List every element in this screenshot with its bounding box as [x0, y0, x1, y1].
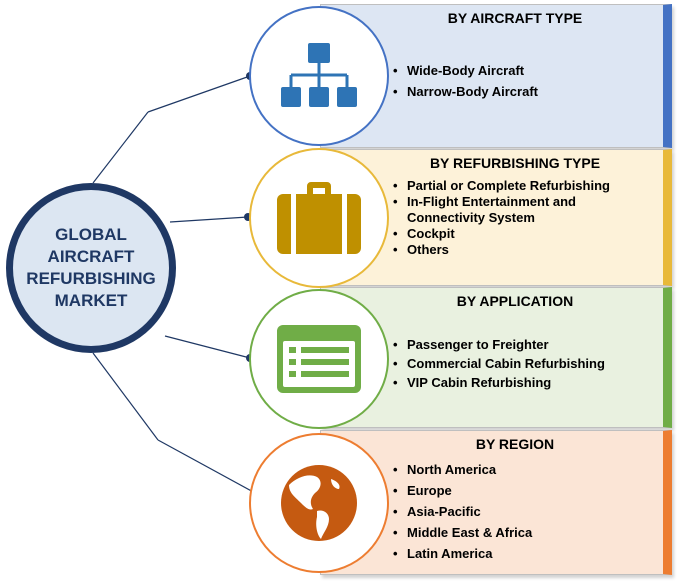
list-item: Asia-Pacific — [393, 501, 655, 522]
list-item: Middle East & Africa — [393, 522, 655, 543]
icon-circle-region — [249, 433, 389, 573]
briefcase-icon — [277, 182, 361, 254]
connector-line-4 — [92, 352, 159, 441]
item-list-region: North America Europe Asia-Pacific Middle… — [393, 459, 655, 564]
item-list-aircraft-type: Wide-Body Aircraft Narrow-Body Aircraft — [393, 60, 655, 102]
list-item: Commercial Cabin Refurbishing — [393, 354, 655, 373]
icon-circle-aircraft-type — [249, 6, 389, 146]
connector-line-3 — [164, 335, 251, 359]
list-item: North America — [393, 459, 655, 480]
list-item: Passenger to Freighter — [393, 335, 655, 354]
icon-circle-application — [249, 289, 389, 429]
globe-icon — [281, 465, 357, 541]
item-list-refurbishing-type: Partial or Complete Refurbishing In-Flig… — [393, 178, 655, 258]
panel-title-refurbishing-type: BY REFURBISHING TYPE — [429, 155, 601, 171]
center-circle: GLOBAL AIRCRAFT REFURBISHING MARKET — [6, 183, 176, 353]
list-item: Narrow-Body Aircraft — [393, 81, 655, 102]
panel-title-aircraft-type: BY AIRCRAFT TYPE — [447, 10, 583, 26]
list-window-icon — [277, 325, 361, 393]
list-item: Latin America — [393, 543, 655, 564]
list-item: Europe — [393, 480, 655, 501]
connector-line-1 — [92, 111, 149, 184]
list-item: Wide-Body Aircraft — [393, 60, 655, 81]
connector-line-2 — [169, 216, 249, 223]
panel-title-application: BY APPLICATION — [456, 293, 574, 309]
org-chart-icon — [281, 43, 357, 107]
list-item: In-Flight Entertainment and Connectivity… — [393, 194, 655, 226]
list-item: Partial or Complete Refurbishing — [393, 178, 655, 194]
list-item: VIP Cabin Refurbishing — [393, 373, 655, 392]
connector-line-1b — [147, 75, 251, 113]
center-title: GLOBAL AIRCRAFT REFURBISHING MARKET — [26, 225, 156, 310]
list-item: Cockpit — [393, 226, 655, 242]
icon-circle-refurbishing-type — [249, 148, 389, 288]
item-list-application: Passenger to Freighter Commercial Cabin … — [393, 335, 655, 392]
list-item: Others — [393, 242, 655, 258]
panel-title-region: BY REGION — [475, 436, 555, 452]
